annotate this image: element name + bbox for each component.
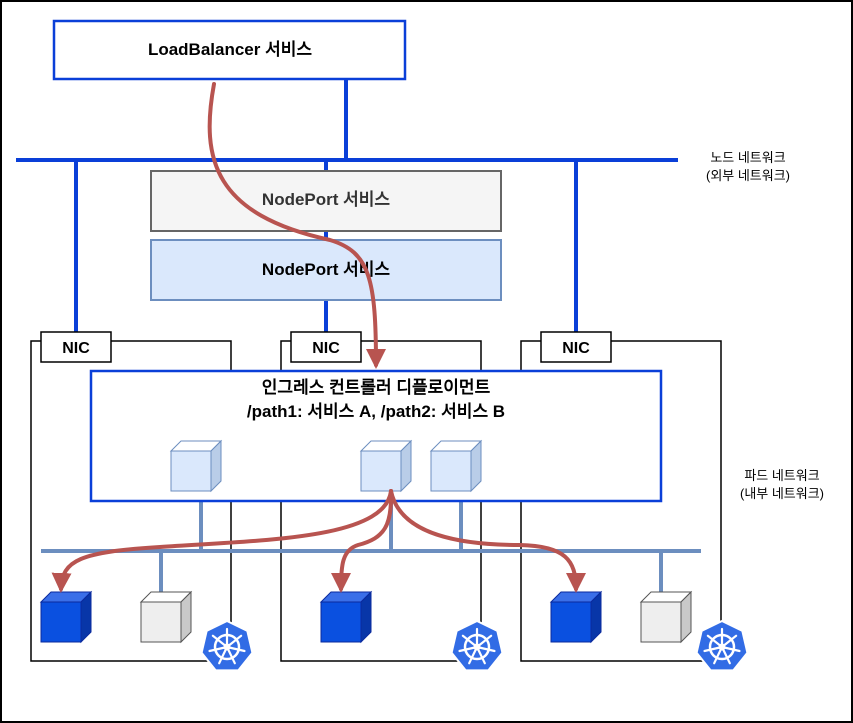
service-a-pod-cube-icon-3: [550, 591, 602, 643]
nic-label-1: NIC: [62, 340, 90, 357]
ingress-controller-paths: /path1: 서비스 A, /path2: 서비스 B: [247, 402, 505, 421]
ingress-controller-title: 인그레스 컨트롤러 디플로이먼트: [262, 378, 491, 397]
ingress-pod-cube-icon-2: [360, 440, 412, 492]
ingress-pod-cube-icon-3: [430, 440, 482, 492]
traffic-arrow-main: [207, 82, 386, 369]
pod-network-label-line2: (내부 네트워크): [740, 486, 824, 501]
traffic-arrow-to-node-3: [389, 489, 586, 593]
loadbalancer-service-box: [52, 19, 407, 81]
nodeport-service-blue-label: NodePort 서비스: [262, 260, 391, 279]
node-network-label-line1: 노드 네트워크: [710, 150, 785, 165]
service-b-pod-cube-icon-1: [140, 591, 192, 643]
nic-box-3: [540, 331, 612, 363]
nodeport-service-blue-box: [150, 239, 502, 301]
traffic-arrows: [51, 82, 586, 593]
ingress-pod-cube-icon-1: [170, 440, 222, 492]
nic-label-2: NIC: [312, 340, 340, 357]
traffic-arrow-to-node-2: [331, 489, 394, 593]
nodeport-service-gray-box: [150, 170, 502, 232]
service-b-pod-cube-icon-2: [640, 591, 692, 643]
service-a-pod-cube-icon-1: [40, 591, 92, 643]
pod-network-label-line1: 파드 네트워크: [744, 468, 819, 483]
traffic-arrow-to-node-1: [51, 489, 393, 593]
loadbalancer-service-label: LoadBalancer 서비스: [148, 40, 312, 59]
nic-label-3: NIC: [562, 340, 590, 357]
nodeport-service-gray-label: NodePort 서비스: [262, 190, 391, 209]
node-network-label-line2: (외부 네트워크): [706, 168, 790, 183]
nic-box-1: [40, 331, 112, 363]
service-a-pod-cube-icon-2: [320, 591, 372, 643]
nic-box-2: [290, 331, 362, 363]
